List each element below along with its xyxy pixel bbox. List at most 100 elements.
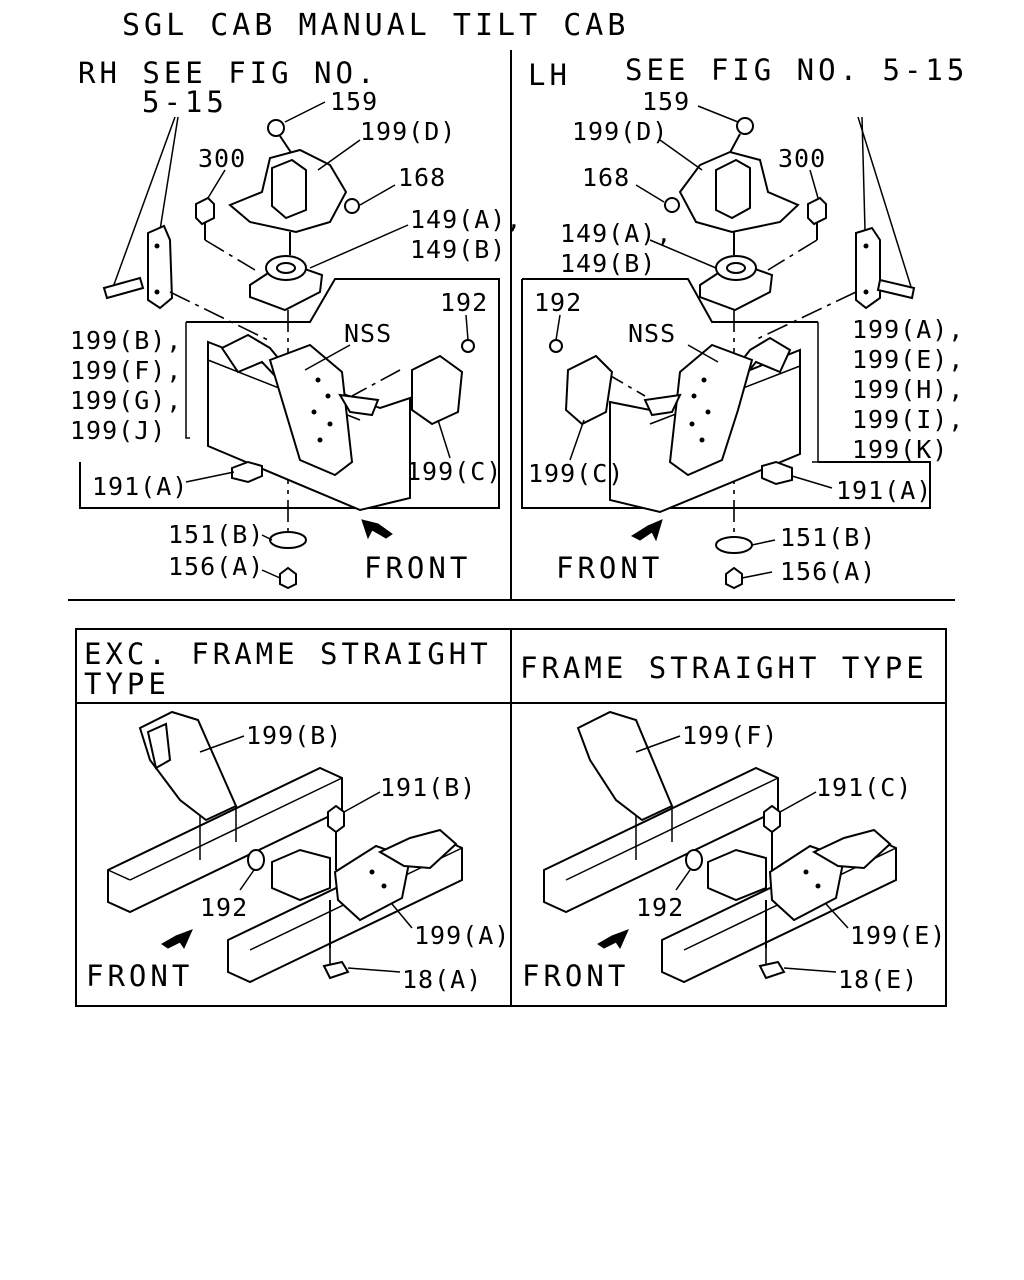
lh-label-151b: 151(B) bbox=[780, 523, 876, 552]
lh-label-199d: 199(D) bbox=[572, 117, 668, 146]
lh-label-199a: 199(A), bbox=[852, 315, 964, 344]
rh-bracket-line bbox=[185, 322, 190, 439]
fs-leader-199f bbox=[635, 735, 681, 753]
lh-ref-leader-1 bbox=[857, 116, 913, 291]
lh-label-199k: 199(K) bbox=[852, 435, 948, 464]
rh-nss-hole-1 bbox=[315, 377, 321, 383]
rh-label-199f: 199(F), bbox=[70, 356, 182, 385]
exc-header-line2: TYPE bbox=[84, 667, 170, 701]
fs-bracket-199f bbox=[576, 710, 674, 822]
exc-bolt-191b bbox=[327, 804, 345, 834]
lh-nss-tab bbox=[643, 393, 682, 417]
lh-leader-nss bbox=[687, 344, 719, 363]
lh-label-159: 159 bbox=[642, 87, 690, 116]
rh-leader-191a bbox=[185, 471, 235, 483]
rh-ref-leader-1 bbox=[111, 116, 176, 291]
lh-front-arrow-icon bbox=[630, 519, 663, 542]
exc-label-18a: 18(A) bbox=[402, 965, 482, 994]
rh-label-192: 192 bbox=[440, 288, 488, 317]
lh-ref-leader-2 bbox=[861, 116, 866, 231]
rh-bolt-191a bbox=[231, 460, 263, 484]
rh-leader-199d bbox=[317, 139, 361, 171]
exc-part-18a bbox=[322, 960, 350, 980]
fs-label-192: 192 bbox=[636, 893, 684, 922]
fs-label-18e: 18(E) bbox=[838, 965, 918, 994]
fs-bracket-hole-1 bbox=[803, 869, 809, 875]
rh-nut-156a bbox=[279, 566, 297, 590]
rh-label-149a: 149(A), bbox=[410, 205, 522, 234]
fs-part-18e bbox=[758, 960, 786, 980]
exc-leader-192 bbox=[239, 869, 255, 891]
lh-panel: LH SEE FIG NO. 5-15 bbox=[521, 53, 968, 590]
rh-leader-156a bbox=[261, 569, 281, 579]
fs-washer-192 bbox=[685, 849, 703, 871]
exc-label-191b: 191(B) bbox=[380, 773, 476, 802]
fs-label-199f: 199(F) bbox=[682, 721, 778, 750]
lh-nut-168 bbox=[664, 197, 680, 213]
exc-leader-191b bbox=[343, 791, 381, 813]
lh-label-199e: 199(E), bbox=[852, 345, 964, 374]
fs-header: FRAME STRAIGHT TYPE bbox=[520, 651, 928, 685]
lh-nut-192 bbox=[549, 339, 563, 353]
rh-label-156a: 156(A) bbox=[168, 552, 264, 581]
rh-side-bracket-hole bbox=[154, 243, 160, 249]
lh-leader-191a bbox=[791, 475, 833, 489]
exc-label-front: FRONT bbox=[86, 959, 193, 993]
rh-leader-300 bbox=[207, 169, 226, 199]
rh-axis-side bbox=[169, 291, 269, 341]
rh-detail-box bbox=[79, 278, 500, 509]
fs-leader-18e bbox=[783, 967, 837, 973]
rh-label-199b: 199(B), bbox=[70, 326, 182, 355]
rh-leader-159 bbox=[284, 101, 326, 123]
lh-detail-box-top bbox=[522, 278, 818, 323]
lh-label-199i: 199(I), bbox=[852, 405, 964, 434]
exc-bracket-199a bbox=[333, 844, 412, 922]
rh-label-300: 300 bbox=[198, 144, 246, 173]
lh-ref-note: SEE FIG NO. 5-15 bbox=[625, 53, 968, 87]
fs-bracket-199e bbox=[768, 844, 846, 922]
rh-nss-hole-2 bbox=[325, 393, 331, 399]
lh-bracket-line bbox=[812, 322, 819, 463]
exc-header-line1: EXC. FRAME STRAIGHT bbox=[84, 637, 492, 671]
rh-label-159: 159 bbox=[330, 87, 378, 116]
rh-front-arrow-icon bbox=[361, 519, 393, 540]
lh-nss-hole-3 bbox=[705, 409, 711, 415]
lh-label-149a: 149(A), bbox=[560, 219, 672, 248]
fs-bolt-191c bbox=[763, 804, 781, 834]
lh-label-156a: 156(A) bbox=[780, 557, 876, 586]
fs-label-front: FRONT bbox=[522, 959, 629, 993]
fs-leader-192 bbox=[675, 869, 691, 891]
exc-frame-straight-panel: EXC. FRAME STRAIGHT TYPE bbox=[84, 637, 509, 994]
lh-leader-199c bbox=[569, 419, 585, 461]
lh-washer-151b bbox=[715, 536, 753, 554]
lh-leader-151b bbox=[751, 539, 776, 546]
rh-nss-tab bbox=[338, 393, 380, 417]
exc-bracket-hole-2 bbox=[381, 883, 387, 889]
rh-leader-151b bbox=[261, 534, 273, 541]
lh-nss-hole-1 bbox=[701, 377, 707, 383]
exc-upper-rail-edge bbox=[107, 869, 131, 881]
lh-nut-156a bbox=[725, 566, 743, 590]
rh-label-151b: 151(B) bbox=[168, 520, 264, 549]
rh-bolt-159-head bbox=[267, 119, 285, 137]
exc-bracket-hole-1 bbox=[369, 869, 375, 875]
exc-front-arrow-icon bbox=[161, 929, 193, 950]
lh-ref-label: LH bbox=[528, 58, 571, 92]
rh-washer-151b bbox=[269, 531, 307, 549]
lh-side-bolt bbox=[876, 278, 916, 300]
lh-leader-192 bbox=[555, 314, 561, 341]
rh-ref-note-number: 5-15 bbox=[142, 85, 228, 119]
fs-leader-191c bbox=[779, 791, 817, 813]
rh-ref-note: RH SEE FIG NO. bbox=[78, 56, 378, 90]
rh-leader-199c bbox=[437, 419, 451, 459]
rh-label-199j: 199(J) bbox=[70, 416, 166, 445]
lh-nss-hole-5 bbox=[699, 437, 705, 443]
lh-leader-149 bbox=[649, 239, 717, 269]
lh-leader-159 bbox=[697, 105, 739, 123]
lh-side-bracket-hole-2 bbox=[863, 289, 869, 295]
exc-crossmember bbox=[271, 848, 331, 902]
lh-leader-168 bbox=[635, 184, 665, 203]
rh-axis-300 bbox=[204, 239, 256, 271]
exc-label-192: 192 bbox=[200, 893, 248, 922]
lh-upper-bracket-plate bbox=[715, 158, 751, 220]
